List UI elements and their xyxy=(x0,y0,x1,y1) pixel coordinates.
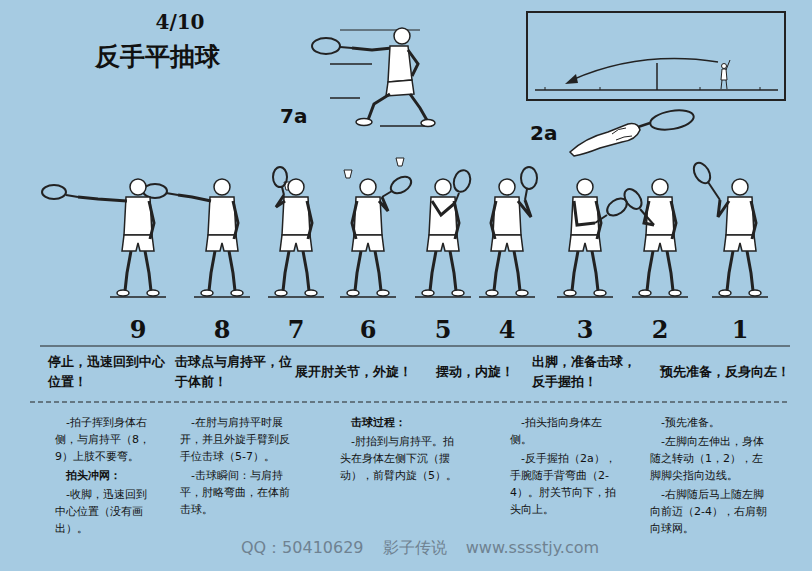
step-number: 6 xyxy=(348,315,388,344)
description-text: -预先准备。 xyxy=(650,414,772,431)
step-number: 8 xyxy=(202,315,242,344)
description-column: -拍头指向身体左侧。-反手握拍（2a），手腕随手背弯曲（2-4）。肘关节向下，拍… xyxy=(510,414,618,520)
step-caption: 出脚，准备击球，反手握拍！ xyxy=(532,352,640,391)
description-text: -左脚向左伸出，身体随之转动（1，2），左脚脚尖指向边线。 xyxy=(650,433,772,484)
step-caption: 停止，迅速回到中心位置！ xyxy=(48,352,166,391)
description-text: -在肘与肩持平时展开，并且外旋手臂到反手位击球（5-7）。 xyxy=(180,414,292,465)
step-caption: 预先准备，反身向左！ xyxy=(660,362,795,382)
step-caption: 击球点与肩持平，位于体前！ xyxy=(175,352,293,391)
description-text: -反手握拍（2a），手腕随手背弯曲（2-4）。肘关节向下，拍头向上。 xyxy=(510,450,618,518)
description-column: -预先准备。 -左脚向左伸出，身体随之转动（1，2），左脚脚尖指向边线。-右脚随后… xyxy=(650,414,772,539)
step-number: 5 xyxy=(423,315,463,344)
figure-label: 7a xyxy=(280,104,314,128)
page-number: 4/10 xyxy=(135,10,225,34)
step-number: 3 xyxy=(565,315,605,344)
step-caption: 展开肘关节，外旋！ xyxy=(295,362,425,382)
description-text: -肘抬到与肩持平。拍头在身体左侧下沉（摆动），前臂内旋（5）。 xyxy=(340,433,458,484)
description-text: -右脚随后马上随左脚向前迈（2-4），右肩朝向球网。 xyxy=(650,486,772,537)
title: 反手平抽球 xyxy=(95,40,255,73)
description-column: -拍子挥到身体右侧，与肩持平（8，9）上肢不要弯。拍头冲网： -收脚，迅速回到中心… xyxy=(55,414,157,539)
figure-label: 2a xyxy=(530,121,564,145)
step-number: 1 xyxy=(720,315,760,344)
sub-heading: 击球过程： xyxy=(340,414,458,431)
description-column: -在肘与肩持平时展开，并且外旋手臂到反手位击球（5-7）。-击球瞬间：与肩持平，… xyxy=(180,414,292,520)
sub-heading: 拍头冲网： xyxy=(55,467,157,484)
step-number: 9 xyxy=(118,315,158,344)
watermark: QQ：50410629 影子传说 www.sssstjy.com xyxy=(200,538,640,559)
description-text: -收脚，迅速回到中心位置（没有画出）。 xyxy=(55,486,157,537)
description-text: -拍头指向身体左侧。 xyxy=(510,414,618,448)
step-number: 7 xyxy=(276,315,316,344)
description-text: -击球瞬间：与肩持平，肘略弯曲，在体前击球。 xyxy=(180,467,292,518)
description-column: 击球过程： -肘抬到与肩持平。拍头在身体左侧下沉（摆动），前臂内旋（5）。 xyxy=(340,414,458,486)
step-number: 4 xyxy=(487,315,527,344)
step-number: 2 xyxy=(640,315,680,344)
step-caption: 摆动，内旋！ xyxy=(436,362,516,382)
description-text: -拍子挥到身体右侧，与肩持平（8，9）上肢不要弯。 xyxy=(55,414,157,465)
